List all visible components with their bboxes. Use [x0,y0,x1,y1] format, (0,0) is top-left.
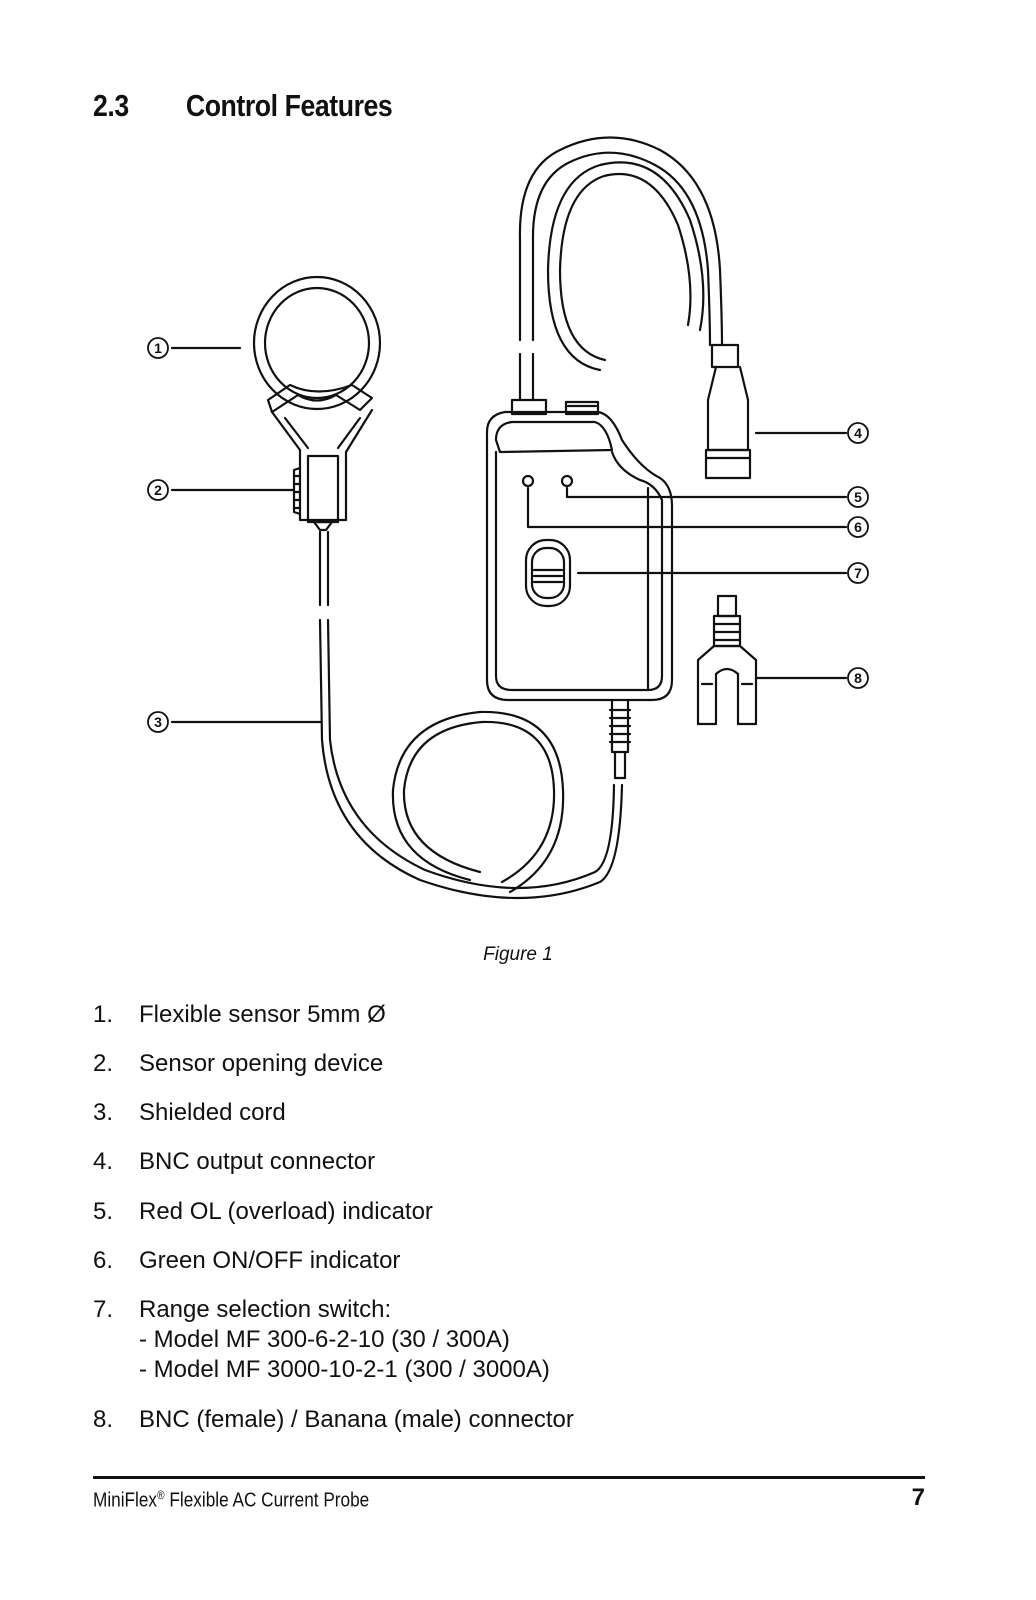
item-number: 1. [93,1001,114,1028]
callout-6: 6 [854,519,862,535]
callout-3: 3 [154,714,162,730]
figure-caption: Figure 1 [483,944,553,965]
section-title: Control Features [185,88,393,123]
item-subline: - Model MF 300-6-2-10 (30 / 300A) [139,1326,510,1353]
section-heading: 2.3 Control Features [93,88,393,124]
bnc-output-connector [710,343,740,369]
item-number: 4. [93,1148,114,1175]
range-switch [524,538,572,608]
page-number: 7 [911,1484,925,1511]
callout-5: 5 [854,489,862,505]
banana-adapter [696,644,758,726]
footer-rule [93,1476,925,1479]
item-title: Range selection switch: [139,1296,392,1323]
footer-title: MiniFlex® Flexible AC Current Probe [93,1488,369,1513]
item-text: Red OL (overload) indicator [139,1198,433,1225]
callout-1: 1 [154,340,162,356]
item-text: Green ON/OFF indicator [139,1247,401,1274]
electronics-box [485,410,674,702]
item-text: BNC (female) / Banana (male) connector [139,1406,574,1433]
item-number: 5. [93,1198,114,1225]
footer-product: MiniFlex [93,1489,158,1512]
item-number: 7. [93,1296,114,1323]
item-text: Shielded cord [139,1099,286,1126]
item-text: Range selection switch: - Model MF 300-6… [139,1295,550,1385]
callout-4: 4 [854,425,862,441]
sensor-loop [252,275,382,411]
footer-registered: ® [157,1488,165,1502]
callout-8: 8 [854,670,862,686]
item-number: 8. [93,1406,114,1433]
callout-2: 2 [154,482,162,498]
sensor-head [266,383,374,414]
item-text: BNC output connector [139,1148,376,1175]
item-subline: - Model MF 3000-10-2-1 (300 / 3000A) [139,1356,550,1383]
section-number: 2.3 [93,88,129,123]
on-off-indicator [560,474,574,488]
item-number: 3. [93,1099,114,1126]
footer-product-desc: Flexible AC Current Probe [164,1489,370,1512]
item-number: 2. [93,1050,114,1077]
item-text: Sensor opening device [139,1050,384,1077]
shielded-cord [318,618,624,900]
item-text: Flexible sensor 5mm Ø [139,1001,386,1028]
callout-7: 7 [854,565,862,581]
probe-diagram: 1 2 3 4 5 6 7 8 [147,136,869,900]
ol-indicator [521,474,535,488]
item-number: 6. [93,1247,114,1274]
